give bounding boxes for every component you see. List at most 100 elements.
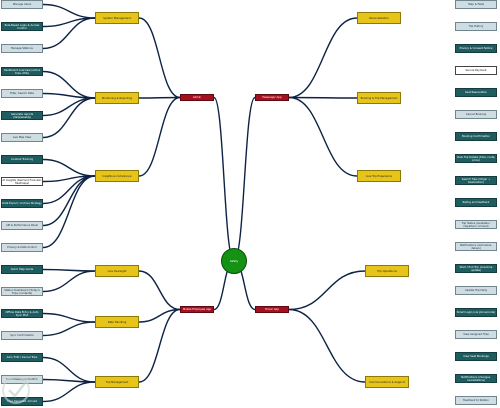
leaf-notifications-reminders[interactable]: Notifications (reminders, delays) (455, 242, 497, 251)
leaf-help-faqs[interactable]: Help & FAQs (455, 0, 497, 9)
leaf-view-assigned-trips[interactable]: View Assigned Trips (455, 330, 497, 339)
leaf-label: Manage Users (12, 3, 32, 6)
connector-branch-admin-to-category-monitoring-reporting (138, 96, 181, 99)
leaf-label: Incident Tracking (10, 158, 34, 161)
category-label: Booking & Trip Management (360, 96, 398, 100)
leaf-trip-history[interactable]: Trip History (455, 22, 497, 31)
category-label: Live Trip Experience (365, 174, 393, 178)
leaf-label: Sync Confirmation (10, 334, 34, 337)
leaf-offline-data-entry[interactable]: Offline Data Entry & Auto Sync Mod (1, 309, 43, 318)
root-label: Safety (229, 259, 239, 263)
connector-leaf-privacy-data-control-to-category-insights-compliance (42, 175, 96, 249)
leaf-feedback-to-station[interactable]: Feedback to Station (455, 396, 497, 405)
branch-admin[interactable]: Admin (180, 94, 214, 101)
category-label: Monitoring & Reporting (101, 96, 133, 100)
leaf-live-map-view[interactable]: Live Map View (1, 133, 43, 142)
connector-leaf-add-edit-cancel-trips-to-category-trip-management (42, 356, 96, 383)
leaf-label: Update Trip Daily (464, 289, 488, 292)
connector-leaf-trips-departed-arrived-to-category-trip-management (42, 381, 96, 403)
branch-label: Mobile Employee App (182, 308, 212, 311)
leaf-label: Notifications (reminders, delays) (459, 243, 493, 250)
connector-leaf-generate-reports-to-category-monitoring-reporting (42, 97, 96, 117)
category-personalization[interactable]: Personalization (357, 12, 401, 24)
connector-leaf-live-map-view-to-category-monitoring-reporting (42, 97, 96, 139)
leaf-smart-login[interactable]: Smart Login (via phone/code) (455, 308, 497, 317)
category-label: Data Handling (107, 320, 127, 324)
leaf-label: Start / End Trip (one-time update) (459, 265, 493, 272)
connector-branch-driver-app-to-category-communications-support (288, 308, 366, 383)
connector-branch-mobile-employee-app-to-category-data-handling (138, 308, 181, 323)
category-data-handling[interactable]: Data Handling (95, 316, 139, 328)
category-trip-management[interactable]: Trip Management (95, 376, 139, 388)
leaf-privacy-consent-notice[interactable]: Privacy & Consent Notice (455, 44, 497, 53)
leaf-cancel-booking[interactable]: Cancel Booking (455, 110, 497, 119)
leaf-notifications-changes[interactable]: Notifications (changes, cancellations) (455, 374, 497, 383)
category-label: System Management (103, 16, 131, 20)
leaf-api-performance-panel[interactable]: API & Performance Panel (1, 221, 43, 230)
connector-branch-admin-to-category-system-management (138, 17, 181, 99)
leaf-add-edit-cancel-trips[interactable]: Add / Edit / Cancel Trips (1, 353, 43, 362)
branch-driver-app[interactable]: Driver App (255, 306, 289, 313)
leaf-manage-users[interactable]: Manage Users (1, 0, 43, 9)
category-system-management[interactable]: System Management (95, 12, 139, 24)
leaf-dashboard-overview[interactable]: Dashboard overview (active trips, KPIs) (1, 67, 43, 76)
connector-leaf-incident-tracking-to-category-insights-compliance (42, 158, 96, 177)
branch-label: Passenger App (262, 96, 282, 99)
leaf-start-end-trip[interactable]: Start / End Trip (one-time update) (455, 264, 497, 273)
category-insights-compliance[interactable]: Insights & Compliance (95, 170, 139, 182)
leaf-label: Manage Stations (11, 47, 33, 50)
leaf-view-seat-bookings[interactable]: View Seat Bookings (455, 352, 497, 361)
leaf-quick-help-guide[interactable]: Quick Help Guide (1, 265, 43, 274)
leaf-label: Offline Data Entry & Auto Sync Mod (5, 310, 39, 317)
category-live-oversight[interactable]: Live Oversight (95, 265, 139, 277)
leaf-view-trip-details[interactable]: View Trip Details (time, route, price) (455, 154, 497, 163)
leaf-label: View Assigned Trips (463, 333, 489, 336)
category-booking-trip-management[interactable]: Booking & Trip Management (357, 92, 401, 104)
leaf-label: Generate reports (daily/weekly) (10, 112, 34, 119)
category-label: Trip Management (105, 380, 129, 384)
branch-passenger-app[interactable]: Passenger App (255, 94, 289, 101)
connector-root-node-safety-to-branch-passenger-app (233, 96, 256, 262)
root-node-safety[interactable]: Safety (221, 248, 247, 274)
leaf-label: Smart Login (via phone/code) (456, 311, 496, 314)
leaf-incident-tracking[interactable]: Incident Tracking (1, 155, 43, 164)
leaf-label: View Seat Bookings (463, 355, 489, 358)
leaf-manage-stations[interactable]: Manage Stations (1, 44, 43, 53)
category-monitoring-reporting[interactable]: Monitoring & Reporting (95, 92, 139, 104)
category-label: Personalization (369, 16, 389, 20)
leaf-role-based-login[interactable]: Role-Based Login & Access Control (1, 22, 43, 31)
leaf-secure-payment[interactable]: Secure Payment (455, 66, 497, 75)
category-label: Communications & Support (369, 380, 405, 384)
connector-branch-passenger-app-to-category-booking-trip-management (288, 96, 358, 99)
leaf-label: Search Trips (Origin → Destination) (461, 177, 491, 184)
leaf-ai-insights[interactable]: AI Insights (Demand Forecast, Heatmaps) (1, 177, 43, 186)
leaf-station-dashboard[interactable]: Station Dashboard (Today's Trips, Incide… (1, 287, 43, 296)
leaf-label: AI Insights (Demand Forecast, Heatmaps) (2, 178, 42, 185)
leaf-generate-reports[interactable]: Generate reports (daily/weekly) (1, 111, 43, 120)
leaf-sync-confirmation[interactable]: Sync Confirmation (1, 331, 43, 340)
connector-leaf-quick-help-guide-to-category-live-oversight (42, 268, 96, 272)
category-trip-operations[interactable]: Trip Operations (365, 265, 409, 277)
watermark-emblem-icon (2, 376, 30, 404)
leaf-label: Live Map View (12, 136, 32, 139)
leaf-trip-status[interactable]: Trip Status (Available / Departed / Arri… (455, 220, 497, 229)
category-label: Trip Operations (377, 269, 397, 273)
leaf-data-export-archive[interactable]: Data Export / Archive Strategy (1, 199, 43, 208)
leaf-seat-reservation[interactable]: Seat Reservation (455, 88, 497, 97)
leaf-booking-confirmation[interactable]: Booking Confirmation (455, 132, 497, 141)
category-label: Insights & Compliance (102, 174, 132, 178)
leaf-search-trips[interactable]: Search Trips (Origin → Destination) (455, 176, 497, 185)
leaf-label: Role-Based Login & Access Control (4, 23, 40, 30)
leaf-filter-search-data[interactable]: Filter, Search Data (1, 89, 43, 98)
connector-branch-mobile-employee-app-to-category-trip-management (138, 308, 181, 383)
leaf-label: Trip History (468, 25, 484, 28)
leaf-label: View Trip Details (time, route, price) (456, 155, 496, 162)
category-live-trip-experience[interactable]: Live Trip Experience (357, 170, 401, 182)
leaf-rating-feedback[interactable]: Rating and feedback (455, 198, 497, 207)
leaf-update-trip-daily[interactable]: Update Trip Daily (455, 286, 497, 295)
category-communications-support[interactable]: Communications & Support (365, 376, 409, 388)
branch-mobile-employee-app[interactable]: Mobile Employee App (180, 306, 214, 313)
leaf-label: Feedback to Station (463, 399, 489, 402)
leaf-privacy-data-control[interactable]: Privacy & Data Control (1, 243, 43, 252)
